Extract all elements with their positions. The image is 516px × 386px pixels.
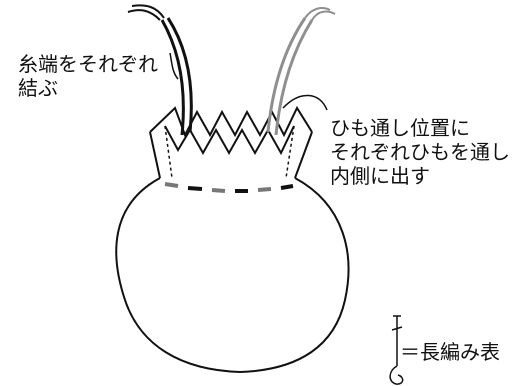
left-cord — [127, 4, 193, 136]
annotation-right-line-3: 内側に出す — [330, 164, 430, 188]
leader-line-left — [169, 52, 179, 80]
threading-holes — [164, 182, 294, 193]
annotation-right-line-1: ひも通し位置に — [330, 116, 470, 140]
double-crochet-symbol-icon — [389, 315, 404, 385]
legend-label: ＝長編み表 — [400, 340, 500, 364]
bag-body-outline — [115, 177, 350, 374]
annotation-right-line-2: それぞれひもを通し — [330, 140, 510, 164]
annotation-left-line-1: 糸端をそれぞれ — [18, 52, 158, 76]
leader-line-right — [282, 94, 328, 111]
ruffle-edge — [149, 105, 313, 179]
right-cord — [266, 7, 336, 136]
annotation-left-line-2: 結ぶ — [18, 76, 58, 100]
